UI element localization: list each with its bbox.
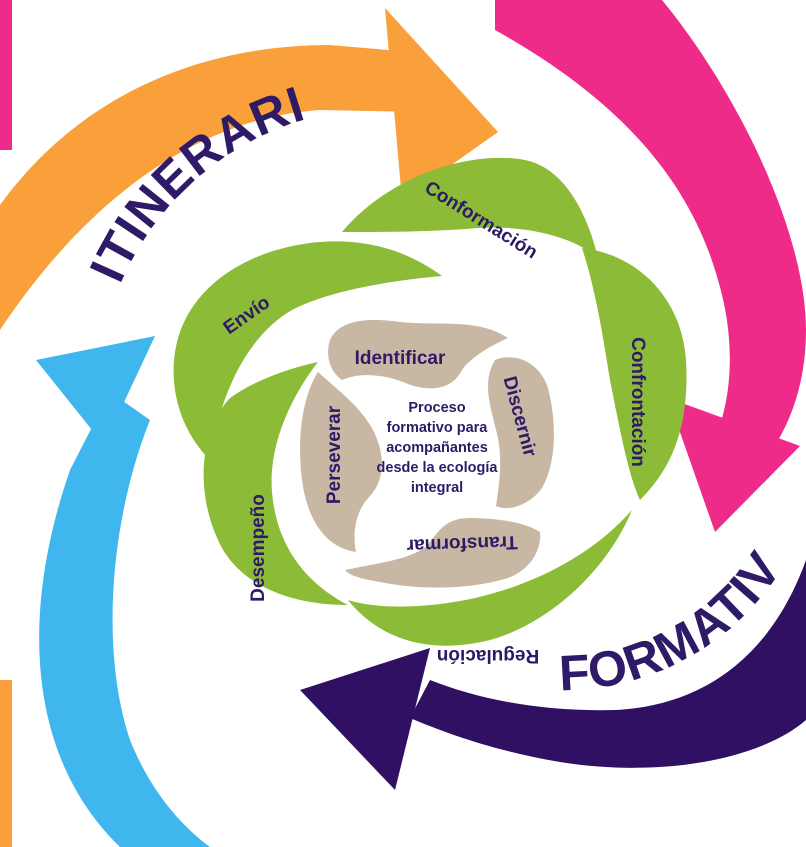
green-petal-regulacion [348,510,632,646]
center-line-1: Proceso [408,400,465,416]
blue-arrow-band [39,392,211,847]
purple-arrow-band [410,560,806,768]
blue-cycle-arrow [36,336,211,847]
purple-cycle-arrow [300,560,806,790]
tan-blob-perseverar [300,372,382,552]
magenta-arrow-band [495,0,806,450]
left-top-side-bar [0,0,12,150]
magenta-cycle-arrow [495,0,806,532]
center-line-3: acompañantes [386,440,488,456]
green-petal-confrontacion [582,248,687,500]
tan-blob-ring [300,319,554,588]
stage-label-desempeno: Desempeño [248,494,269,602]
left-bottom-side-bar [0,680,12,847]
purple-arrow-head [300,648,430,790]
tan-blob-identificar [328,319,508,389]
tan-blob-discernir [488,357,554,509]
blue-arrow-head [36,336,155,445]
magenta-arrow-head [668,398,800,532]
orange-cycle-arrow [0,8,498,330]
green-petal-conformacion [342,157,598,258]
center-line-4: desde la ecología [377,460,499,476]
green-petal-ring [173,157,687,646]
inner-label-perseverar: Perseverar [324,405,345,504]
orange-arrow-band [0,45,420,330]
tan-blob-transformar [345,518,541,588]
center-line-5: integral [411,480,463,496]
green-petal-envio [173,241,442,460]
orange-arrow-head [385,8,498,200]
center-line-2: formativo para [387,420,489,436]
stage-label-confrontacion: Confrontación [627,337,648,467]
inner-label-identificar: Identificar [355,348,446,369]
green-petal-desempeno [203,362,348,605]
stage-label-regulacion: Regulación [437,645,539,666]
center-description: Proceso formativo para acompañantes desd… [377,400,499,496]
inner-label-transformar: Transformar [406,531,518,556]
